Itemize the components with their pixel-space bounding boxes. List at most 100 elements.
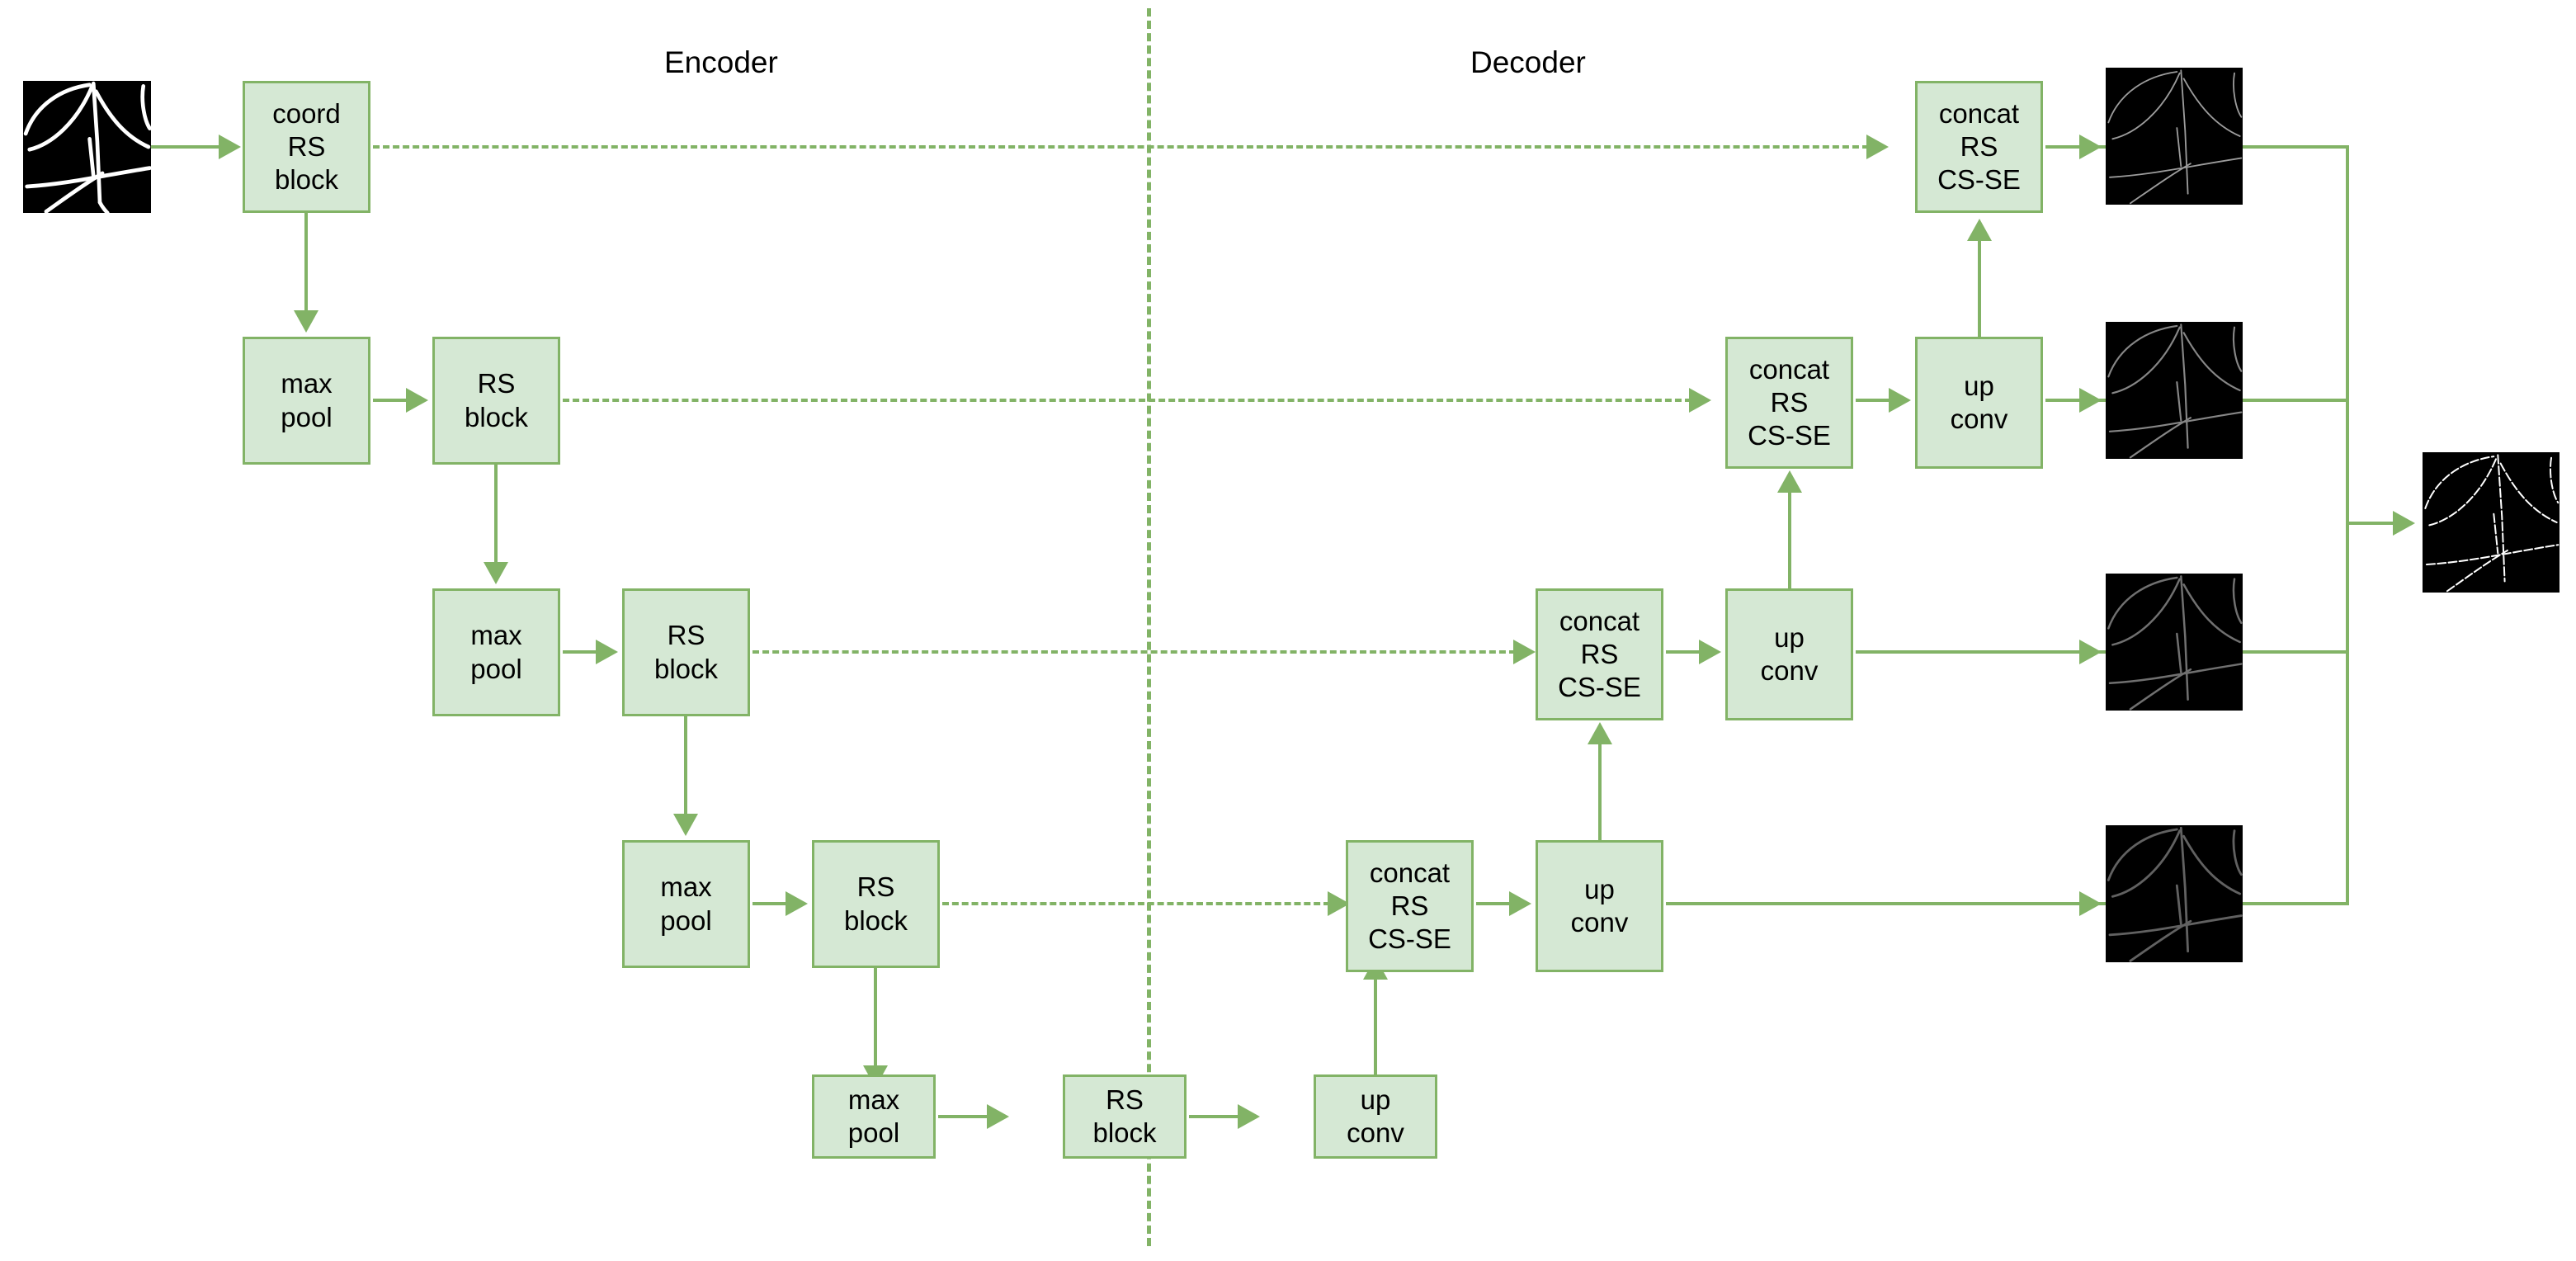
node-line: conv [1950,404,2008,434]
node-line: concat [1559,605,1640,636]
arrowhead-skip-level-1 [1866,135,1889,159]
node-line: coord [272,97,341,129]
arrowhead-upconv-3-to-concat-1 [1967,219,1992,241]
node-line: pool [470,653,522,684]
node-rs-block-bottleneck[interactable]: RS block [1063,1074,1187,1159]
arrowhead-rs-block-1-to-maxpool-2 [484,562,508,584]
node-concat-rs-cs-se-3[interactable]: concat RS CS-SE [1536,588,1663,720]
connector-rs-block-1-to-maxpool-2 [494,465,498,565]
arrowhead-coord-rs-to-maxpool-1 [294,310,318,333]
node-line: CS-SE [1748,420,1831,451]
node-line: block [1092,1117,1157,1148]
node-concat-rs-cs-se-2[interactable]: concat RS CS-SE [1725,337,1853,469]
side-output-image-3 [2106,574,2243,711]
fusion-stub-level-3 [2243,650,2349,654]
node-line: block [464,401,529,432]
node-line: RS [1770,386,1809,418]
connector-concat-4-to-upconv-1 [1476,902,1512,905]
node-line: RS [1106,1084,1144,1115]
connector-concat-3-to-upconv-2 [1666,650,1701,654]
arrowhead-upconv-1-to-side-output-4 [2079,891,2102,916]
node-line: max [281,368,333,399]
connector-input-to-coord-rs [151,145,220,149]
side-output-image-1 [2106,68,2243,205]
skip-connection-level-3 [753,650,1516,654]
node-line: max [847,1084,900,1115]
skip-connection-level-1 [373,145,1869,149]
node-max-pool-2[interactable]: max pool [432,588,560,716]
node-line: up [1360,1084,1391,1115]
arrowhead-upconv-3-to-side-output-2 [2079,388,2102,413]
final-output-image [2423,452,2559,593]
node-line: RS [856,871,895,903]
arrowhead-skip-level-3 [1513,640,1536,664]
fusion-stub-level-4 [2243,902,2349,905]
node-line: pool [847,1117,900,1148]
node-max-pool-1[interactable]: max pool [243,337,370,465]
node-line: up [1584,873,1615,904]
node-line: conv [1347,1117,1404,1148]
node-line: RS [1580,638,1619,669]
arrowhead-maxpool-3-to-rs-block-3 [786,891,808,916]
connector-rs-block-3-to-maxpool-4 [874,968,877,1069]
node-line: block [843,904,908,936]
node-line: RS [1960,130,1998,162]
arrowhead-concat-2-to-upconv-3 [1889,388,1911,413]
connector-maxpool-3-to-rs-block-3 [753,902,788,905]
node-line: block [653,653,719,684]
node-up-conv-3[interactable]: up conv [1915,337,2043,469]
connector-bottleneck-to-upconv-0 [1189,1115,1240,1118]
node-line: up [1774,621,1805,653]
connector-upconv-1-to-concat-3 [1598,741,1602,842]
node-line: RS [477,368,516,399]
node-line: conv [1760,655,1819,686]
connector-fusion-to-final-output [2346,522,2405,525]
node-line: CS-SE [1937,164,2021,196]
node-line: max [660,871,712,903]
side-output-image-2 [2106,322,2243,459]
arrowhead-maxpool-2-to-rs-block-2 [596,640,618,664]
node-line: RS [287,130,326,162]
node-rs-block-3[interactable]: RS block [812,840,940,968]
node-max-pool-3[interactable]: max pool [622,840,750,968]
fusion-stub-level-1 [2243,145,2349,149]
node-up-conv-2[interactable]: up conv [1725,588,1853,720]
node-line: CS-SE [1368,923,1451,955]
node-concat-rs-cs-se-4[interactable]: concat RS CS-SE [1346,840,1474,972]
node-line: concat [1369,857,1451,888]
side-output-image-4 [2106,825,2243,962]
node-line: concat [1748,353,1830,385]
node-concat-rs-cs-se-1[interactable]: concat RS CS-SE [1915,81,2043,213]
arrowhead-concat-1-to-side-output-1 [2079,135,2102,159]
node-up-conv-0[interactable]: up conv [1314,1074,1437,1159]
connector-maxpool-1-to-rs-block-1 [373,399,408,402]
connector-upconv-0-to-concat-4 [1374,976,1377,1076]
encoder-label: Encoder [664,45,778,79]
node-line: up [1964,370,1994,401]
node-line: pool [660,904,712,936]
connector-maxpool-2-to-rs-block-2 [563,650,598,654]
arrowhead-concat-4-to-upconv-1 [1509,891,1531,916]
arrowhead-input-to-coord-rs [219,135,241,159]
connector-upconv-1-to-side-output-4 [1666,902,2118,905]
arrowhead-fusion-to-final-output [2393,511,2415,536]
arrowhead-maxpool-4-to-bottleneck [987,1104,1009,1129]
connector-upconv-2-to-side-output-3 [1856,650,2118,654]
node-rs-block-1[interactable]: RS block [432,337,560,465]
decoder-label: Decoder [1470,45,1586,79]
connector-rs-block-2-to-maxpool-3 [684,716,687,817]
connector-upconv-2-to-concat-2 [1788,489,1791,590]
node-max-pool-4[interactable]: max pool [812,1074,936,1159]
connector-maxpool-4-to-bottleneck [938,1115,989,1118]
node-coord-rs-block[interactable]: coord RS block [243,81,370,213]
connector-concat-2-to-upconv-3 [1856,399,1891,402]
input-image [23,81,151,213]
node-rs-block-2[interactable]: RS block [622,588,750,716]
node-line: max [470,620,522,651]
fusion-bus [2346,145,2349,905]
connector-upconv-3-to-concat-1 [1978,238,1981,338]
encoder-decoder-divider [1147,8,1151,1246]
node-up-conv-1[interactable]: up conv [1536,840,1663,972]
node-line: block [274,164,339,196]
